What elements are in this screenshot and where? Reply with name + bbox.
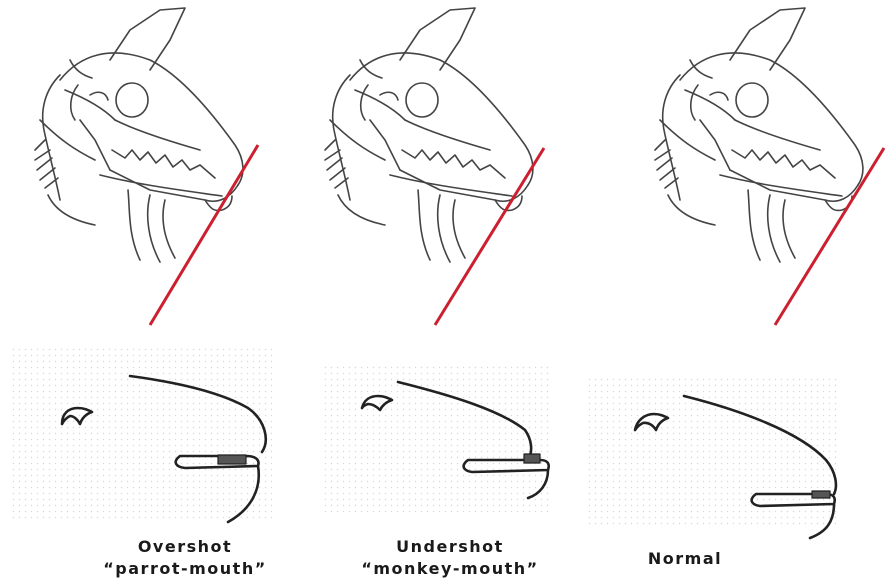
skull-sketch-undershot	[325, 8, 533, 262]
panel-bg-undershot	[320, 362, 550, 512]
alignment-line-undershot	[435, 148, 544, 325]
caption-subtitle: “parrot-mouth”	[60, 558, 310, 580]
caption-overshot: Overshot “parrot-mouth”	[60, 536, 310, 580]
caption-title: Overshot	[60, 536, 310, 558]
caption-subtitle: “monkey-mouth”	[330, 558, 570, 580]
lower-incisors	[218, 455, 246, 464]
caption-title: Undershot	[330, 536, 570, 558]
panel-bg-overshot	[12, 345, 277, 523]
lower-incisors	[812, 491, 830, 498]
lower-incisors	[524, 454, 540, 463]
caption-normal: Normal	[600, 548, 770, 570]
alignment-line-normal	[775, 148, 884, 325]
caption-undershot: Undershot “monkey-mouth”	[330, 536, 570, 580]
skull-sketch-normal	[655, 8, 863, 262]
caption-title: Normal	[600, 548, 770, 570]
